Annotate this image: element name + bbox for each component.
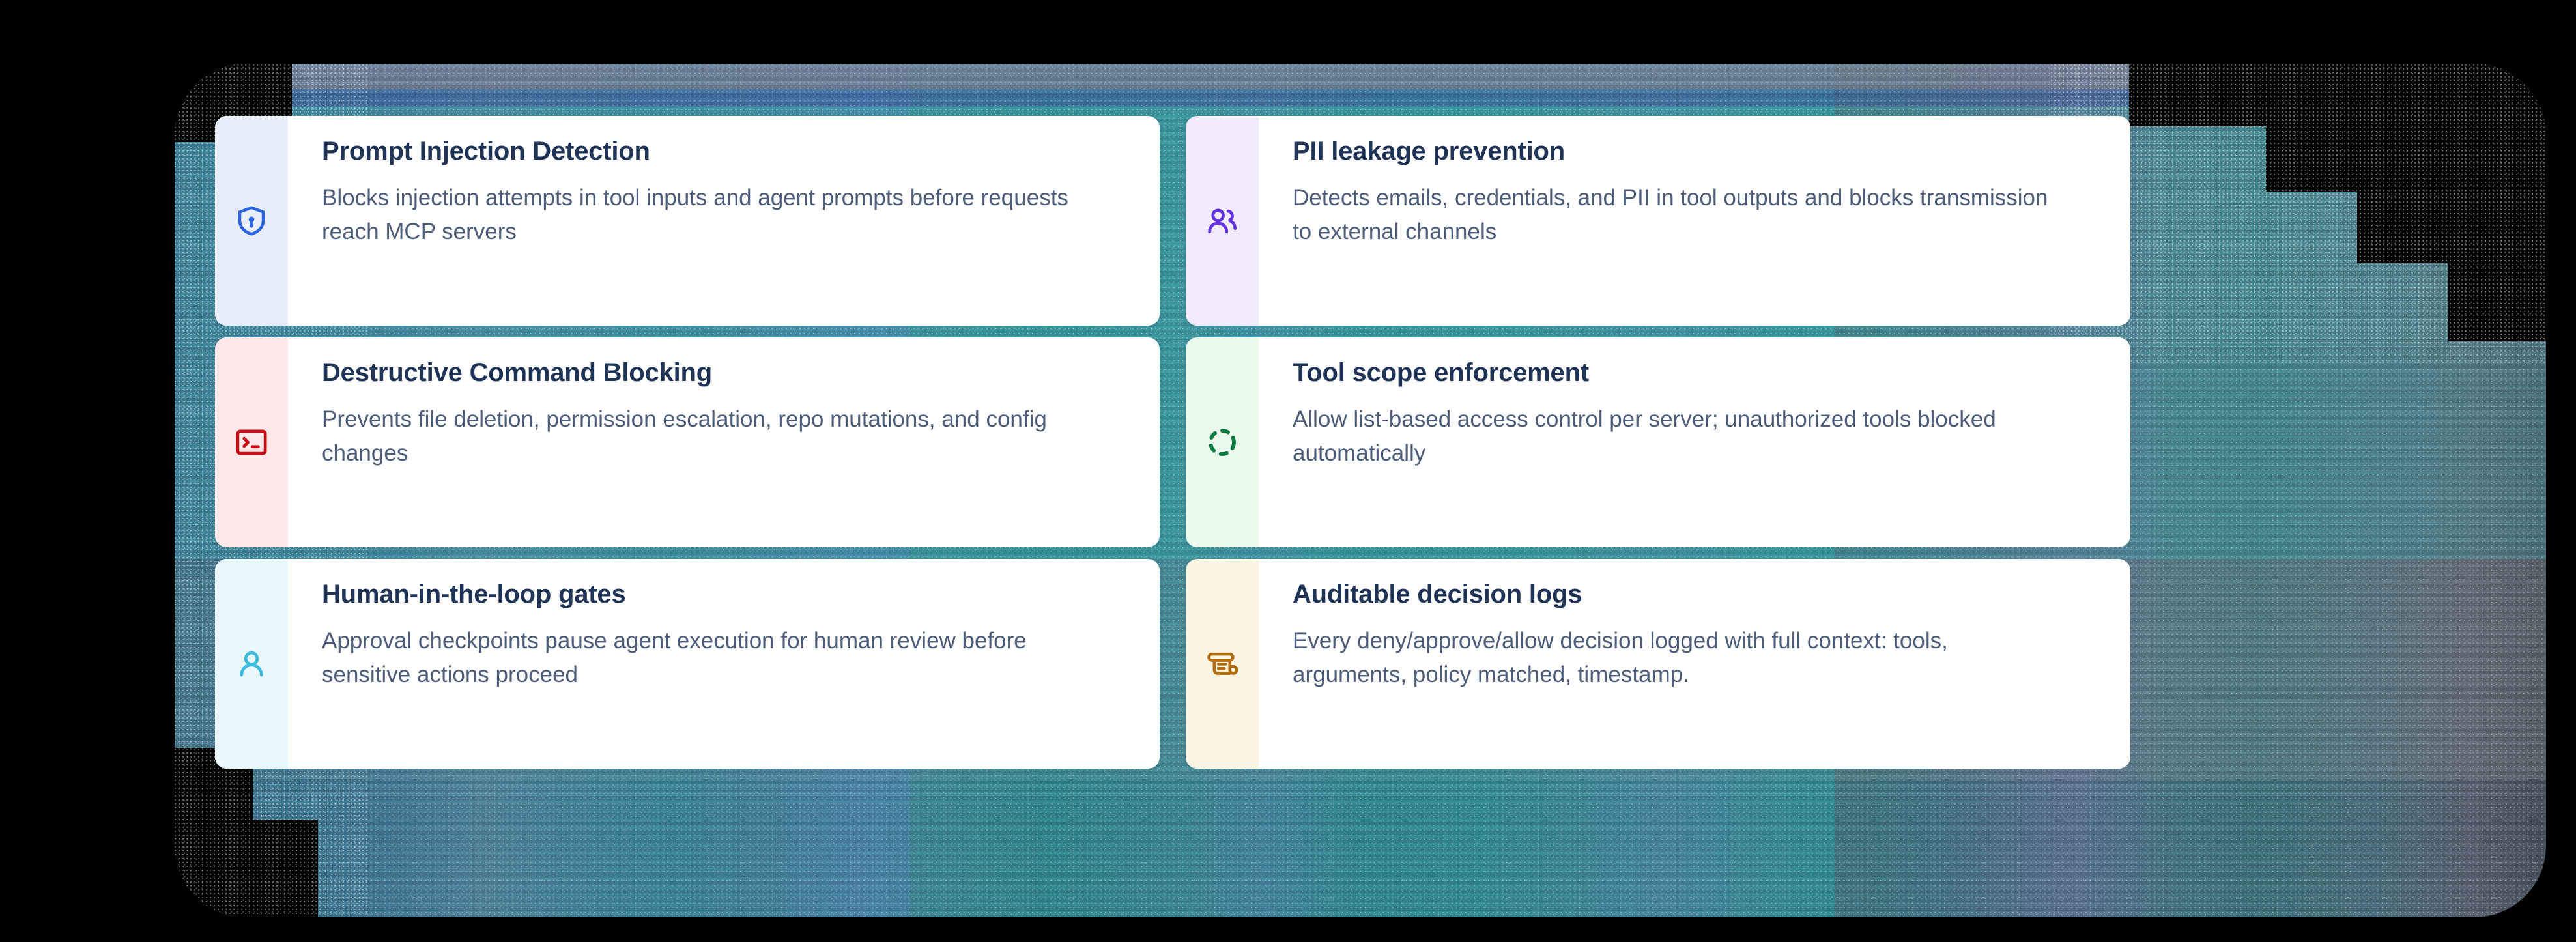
card-body: Auditable decision logs Every deny/appro…: [1259, 559, 2130, 769]
card-title: Auditable decision logs: [1293, 580, 1582, 608]
card-title: Tool scope enforcement: [1293, 358, 1589, 387]
icon-strip: [215, 559, 288, 769]
card-description: Blocks injection attempts in tool inputs…: [322, 185, 1068, 244]
icon-strip: [215, 116, 288, 326]
card-body: Human-in-the-loop gates Approval checkpo…: [288, 559, 1160, 769]
card-body: Tool scope enforcement Allow list-based …: [1259, 337, 2130, 547]
card-body: Destructive Command Blocking Prevents fi…: [288, 337, 1160, 547]
icon-strip: [1186, 116, 1259, 326]
icon-strip: [1186, 337, 1259, 547]
dashed-circle-icon: [1209, 429, 1236, 456]
scroll-icon: [1207, 652, 1238, 675]
card-body: PII leakage prevention Detects emails, c…: [1259, 116, 2130, 326]
feature-card-tool-scope-enforcement[interactable]: Tool scope enforcement Allow list-based …: [1186, 337, 2130, 547]
card-title: Human-in-the-loop gates: [322, 580, 626, 608]
feature-card-pii-leakage-prevention[interactable]: PII leakage prevention Detects emails, c…: [1186, 116, 2130, 326]
card-body: Prompt Injection Detection Blocks inject…: [288, 116, 1160, 326]
card-description: Every deny/approve/allow decision logged…: [1293, 628, 1948, 687]
card-title: Destructive Command Blocking: [322, 358, 712, 387]
feature-card-destructive-command-blocking[interactable]: Destructive Command Blocking Prevents fi…: [215, 337, 1160, 547]
feature-card-prompt-injection-detection[interactable]: Prompt Injection Detection Blocks inject…: [215, 116, 1160, 326]
feature-card-grid: Prompt Injection Detection Blocks inject…: [215, 116, 2130, 769]
card-description: Approval checkpoints pause agent executi…: [322, 628, 1027, 687]
users-icon: [1208, 208, 1237, 234]
card-title: Prompt Injection Detection: [322, 137, 650, 165]
shield-keyhole-icon: [238, 206, 265, 236]
card-description: Allow list-based access control per serv…: [1293, 407, 1996, 466]
icon-strip: [215, 337, 288, 547]
card-description: Detects emails, credentials, and PII in …: [1293, 185, 2048, 244]
card-title: PII leakage prevention: [1293, 137, 1565, 165]
person-icon: [240, 651, 263, 677]
feature-card-auditable-decision-logs[interactable]: Auditable decision logs Every deny/appro…: [1186, 559, 2130, 769]
feature-card-human-in-the-loop-gates[interactable]: Human-in-the-loop gates Approval checkpo…: [215, 559, 1160, 769]
card-description: Prevents file deletion, permission escal…: [322, 407, 1047, 466]
terminal-icon: [236, 429, 267, 455]
icon-strip: [1186, 559, 1259, 769]
